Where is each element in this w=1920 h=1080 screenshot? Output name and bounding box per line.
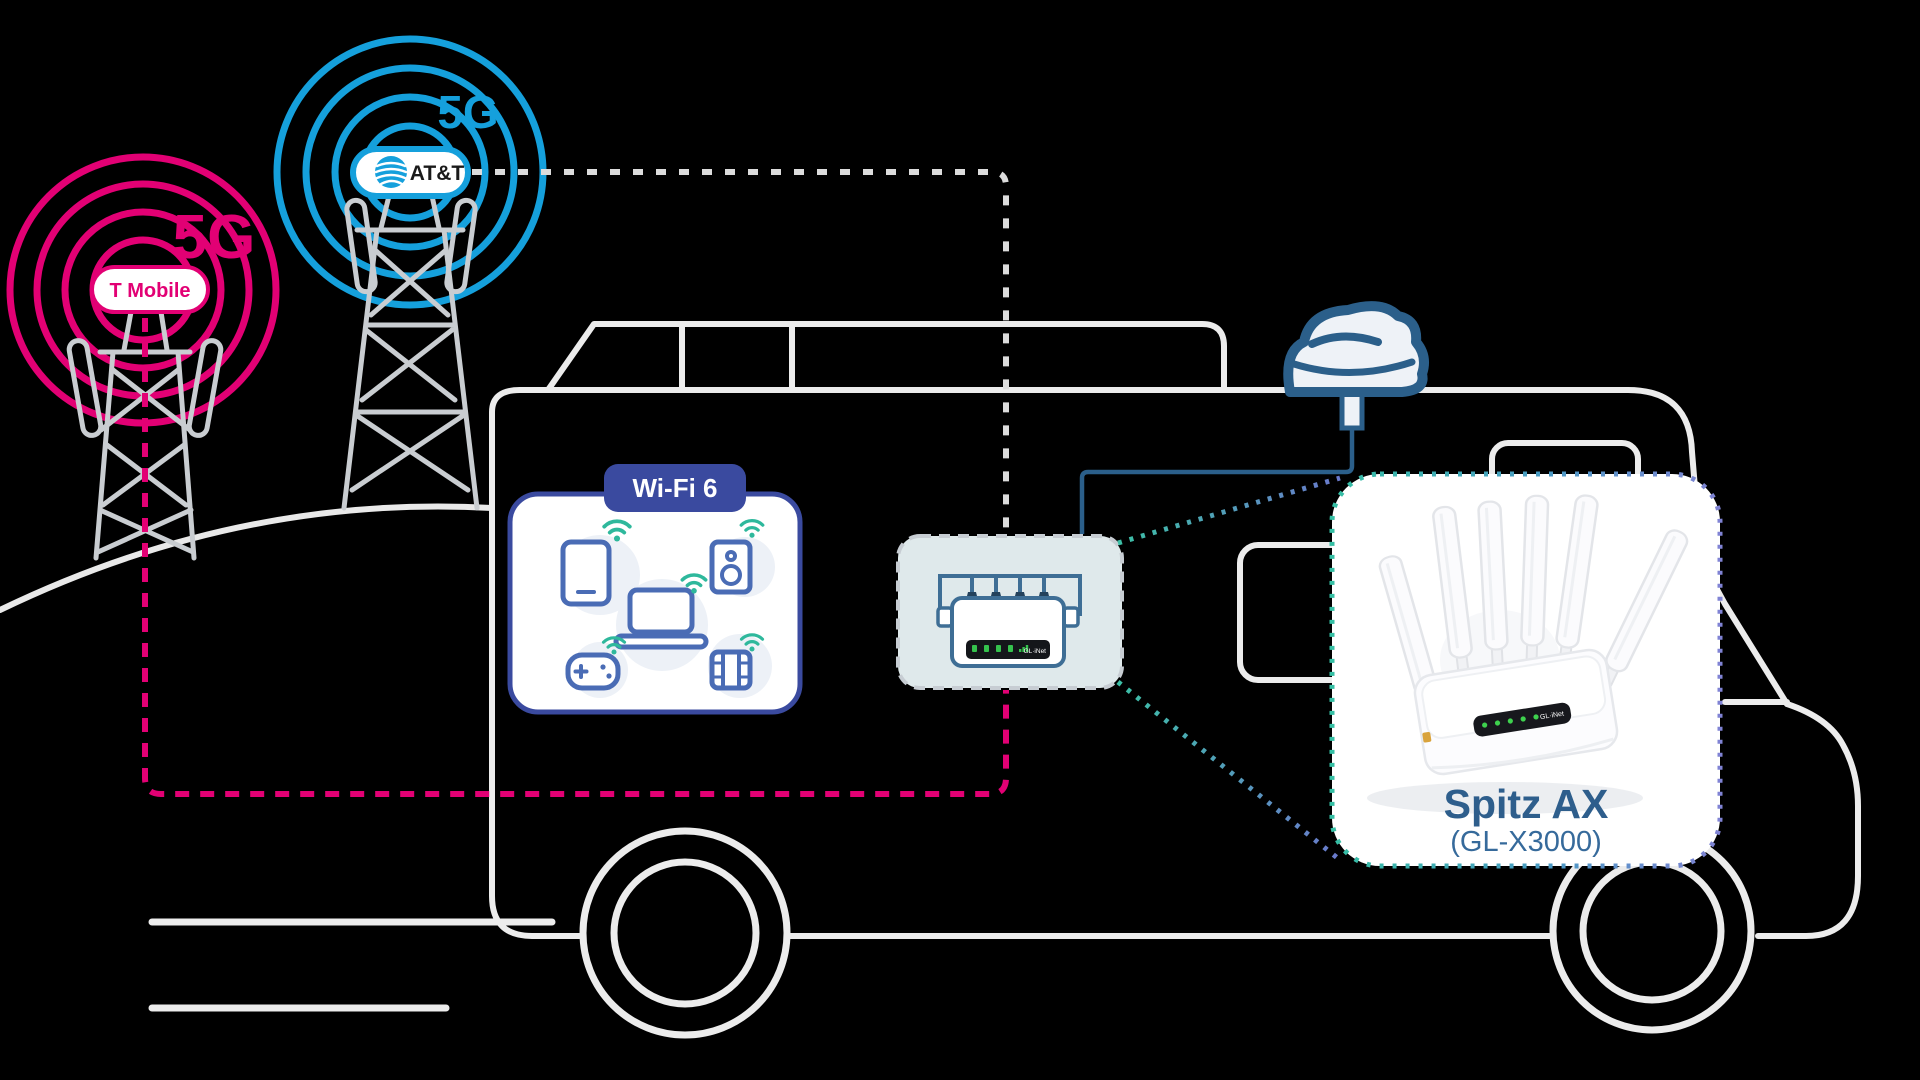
laptop-icon — [613, 587, 709, 650]
tmobile-signal-path — [142, 318, 1009, 797]
att-globe-icon — [374, 156, 408, 188]
router-brand-label: GL·iNet — [1540, 711, 1565, 722]
att-tower: 5G AT&T — [273, 35, 547, 511]
router-body: GL·iNet — [1413, 648, 1619, 776]
att-logo-label: AT&T — [410, 162, 465, 185]
antenna-stem — [1339, 389, 1365, 431]
speaker-icon — [709, 539, 753, 595]
rv-roof-band — [545, 321, 1227, 393]
antenna-dome-swoosh — [1308, 332, 1382, 348]
rear-wheel — [579, 827, 791, 1039]
router-leds — [1482, 714, 1539, 728]
hill-line — [0, 503, 495, 613]
wifi-badge — [604, 464, 746, 512]
router-antenna — [1518, 493, 1550, 666]
callout-connector-bottom — [1116, 680, 1342, 862]
indoor-router: GL·iNet — [896, 534, 1124, 690]
callout-connector-top — [1117, 475, 1341, 546]
att-5g-label: 5G — [437, 86, 498, 138]
antenna-dome — [1283, 301, 1429, 397]
tmobile-logo-pill — [90, 265, 210, 314]
rv-rear-edge — [489, 387, 585, 939]
indoor-router-brand-label: GL·iNet — [1024, 648, 1047, 655]
indoor-router-right-port — [1062, 606, 1080, 628]
spitz-callout: GL·iNet Spitz AX (GL-X3000) — [1329, 471, 1723, 869]
att-signal-path — [472, 169, 1009, 534]
speed-lines — [148, 918, 556, 1012]
rv-outline — [148, 321, 1861, 1039]
indoor-router-left-port — [936, 606, 954, 628]
rv-window-dividers — [679, 321, 795, 393]
rv-beltline-front — [517, 387, 1790, 707]
wifi-badge-label: Wi-Fi 6 — [633, 473, 718, 503]
rv-nose — [1755, 701, 1861, 939]
antenna-dome-base-line — [1290, 358, 1416, 376]
gamepad-icon — [565, 652, 621, 691]
media-player-icon — [709, 649, 753, 691]
wifi-zone: Wi-Fi 6 — [507, 464, 803, 715]
spitz-product-photo: GL·iNet — [1367, 492, 1692, 814]
antenna-cable — [1079, 430, 1355, 534]
tmobile-logo-label: T Mobile — [109, 280, 190, 302]
tmobile-5g-label: 5G — [173, 203, 256, 272]
att-mast — [341, 193, 480, 511]
spitz-product-name: Spitz AX — [1444, 781, 1609, 827]
indoor-router-leds — [972, 645, 1029, 652]
indoor-router-antenna-frame — [938, 574, 1082, 616]
tablet-icon — [560, 539, 612, 607]
spitz-product-model: (GL-X3000) — [1450, 826, 1602, 858]
roof-antenna — [1079, 301, 1429, 534]
